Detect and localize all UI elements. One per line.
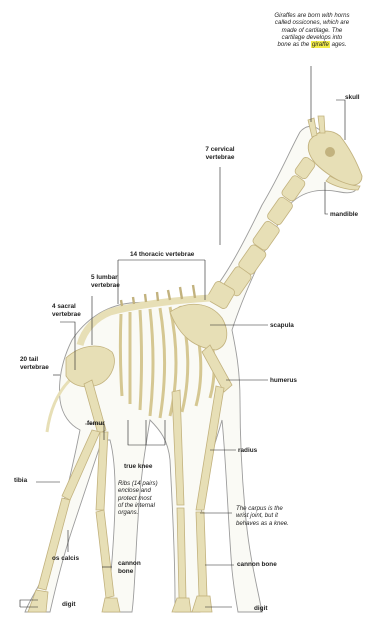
ribs-note: Ribs (14 pairs) enclose and protect most… <box>118 480 178 516</box>
carpus-note-line: The carpus is the <box>236 505 316 512</box>
ossicones-note-text: ages. <box>330 41 347 48</box>
cervical-vertebrae-bones <box>206 156 316 310</box>
ossicones-note-line: cartilage develops into <box>258 34 366 41</box>
sacral-vertebrae-label: 4 sacral vertebrae <box>52 303 81 318</box>
forelimb-rear-cannon <box>177 508 186 598</box>
femur-label: femur <box>87 420 105 428</box>
os-calcis-label: os calcis <box>52 555 79 563</box>
tibia-label: tibia <box>14 477 27 485</box>
lumbar-vertebrae-label: 5 lumbar vertebrae <box>91 274 120 289</box>
cervical-label-line: vertebrae <box>194 154 246 162</box>
ossicones-note: Giraffes are born with horns called ossi… <box>258 12 366 48</box>
true-knee-label: true knee <box>124 463 152 471</box>
carpus-note: The carpus is the wrist joint, but it be… <box>236 505 316 527</box>
ribs-note-line: enclose and <box>118 487 178 494</box>
lumbar-label-line: 5 lumbar <box>91 274 120 282</box>
scapula-label: scapula <box>270 322 294 330</box>
carpus-note-line: behaves as a knee. <box>236 520 316 527</box>
ossicones-note-line: made of cartilage. The <box>258 27 366 34</box>
ribs-note-line: Ribs (14 pairs) <box>118 480 178 487</box>
tail-vertebrae-label: 20 tail vertebrae <box>20 356 49 371</box>
ossicones-note-text: bone as the <box>277 41 311 48</box>
ribs-note-line: of the internal <box>118 502 178 509</box>
ossicones-note-line: called ossicones, which are <box>258 19 366 26</box>
mandible-label: mandible <box>330 211 358 219</box>
ribs-note-line: protect most <box>118 495 178 502</box>
cervical-vertebrae-label: 7 cervical vertebrae <box>194 146 246 161</box>
thoracic-vertebrae-label: 14 thoracic vertebrae <box>130 251 194 259</box>
sacral-label-line: vertebrae <box>52 311 81 319</box>
radius-label: radius <box>238 447 257 455</box>
tail-label-line: 20 tail <box>20 356 49 364</box>
ossicones-note-line: Giraffes are born with horns <box>258 12 366 19</box>
lumbar-label-line: vertebrae <box>91 282 120 290</box>
eye-socket <box>325 147 335 157</box>
ossicones-note-line: bone as the giraffe ages. <box>258 41 366 48</box>
cannon-bone-hind-label: cannon bone <box>118 560 141 575</box>
hindlimb-rear-cannon <box>96 510 114 598</box>
cervical-label-line: 7 cervical <box>194 146 246 154</box>
carpus-note-line: wrist joint, but it <box>236 512 316 519</box>
tail-label-line: vertebrae <box>20 364 49 372</box>
hindlimb-rear-digit <box>102 598 120 612</box>
cannon-hind-label-line: bone <box>118 568 141 576</box>
digit-hind-label: digit <box>62 601 76 609</box>
giraffe-highlight: giraffe <box>311 41 330 48</box>
skull-label: skull <box>345 94 360 102</box>
humerus-label: humerus <box>270 377 297 385</box>
cannon-bone-fore-label: cannon bone <box>237 561 277 569</box>
sacral-label-line: 4 sacral <box>52 303 81 311</box>
ribs-note-line: organs. <box>118 509 178 516</box>
digit-fore-label: digit <box>254 605 268 613</box>
cannon-hind-label-line: cannon <box>118 560 141 568</box>
